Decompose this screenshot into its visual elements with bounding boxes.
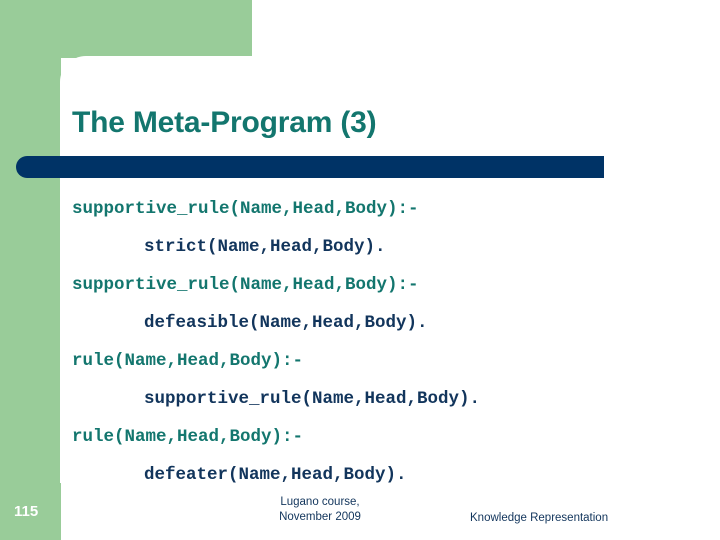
code-line: defeater(Name,Head,Body). [144,465,407,485]
footer-course-info: Lugano course, November 2009 [215,495,425,525]
green-top-block-decoration [0,0,252,58]
footer-course-line-2: November 2009 [279,511,361,523]
title-underline-bar [16,156,604,178]
green-footer-block-decoration [0,483,61,540]
code-line: supportive_rule(Name,Head,Body):- [72,199,419,219]
page-number: 115 [14,503,39,520]
green-left-column-decoration [0,56,61,485]
code-line: supportive_rule(Name,Head,Body). [144,389,481,409]
code-line: rule(Name,Head,Body):- [72,351,304,371]
code-line: defeasible(Name,Head,Body). [144,313,428,333]
footer-subject: Knowledge Representation [470,512,609,524]
code-line: strict(Name,Head,Body). [144,237,386,257]
page-title: The Meta-Program (3) [72,106,377,139]
white-content-panel [60,56,720,486]
code-block: supportive_rule(Name,Head,Body):- strict… [0,190,720,494]
code-line: supportive_rule(Name,Head,Body):- [72,275,419,295]
code-line: rule(Name,Head,Body):- [72,427,304,447]
footer-course-line-1: Lugano course, [280,496,360,508]
